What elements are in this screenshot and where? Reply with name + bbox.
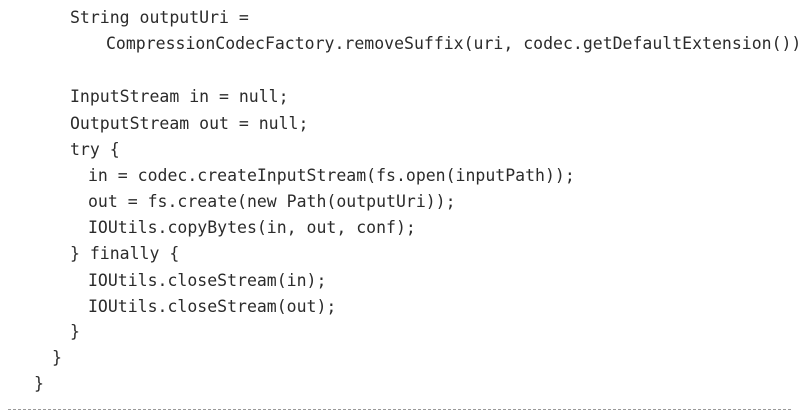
code-line: OutputStream out = null; bbox=[70, 114, 309, 133]
code-line: out = fs.create(new Path(outputUri)); bbox=[88, 192, 456, 211]
code-line: InputStream in = null; bbox=[70, 87, 289, 106]
code-line: String outputUri = bbox=[70, 8, 249, 27]
code-line: } bbox=[70, 322, 80, 341]
bottom-rule bbox=[8, 409, 791, 410]
code-line: in = codec.createInputStream(fs.open(inp… bbox=[88, 166, 575, 185]
code-line: } finally { bbox=[70, 244, 180, 263]
code-line: CompressionCodecFactory.removeSuffix(uri… bbox=[106, 34, 800, 53]
code-line: IOUtils.copyBytes(in, out, conf); bbox=[88, 218, 416, 237]
code-line: } bbox=[34, 374, 44, 393]
code-line: try { bbox=[70, 140, 120, 159]
code-line: IOUtils.closeStream(out); bbox=[88, 297, 337, 316]
code-line: } bbox=[52, 348, 62, 367]
code-line: IOUtils.closeStream(in); bbox=[88, 271, 327, 290]
